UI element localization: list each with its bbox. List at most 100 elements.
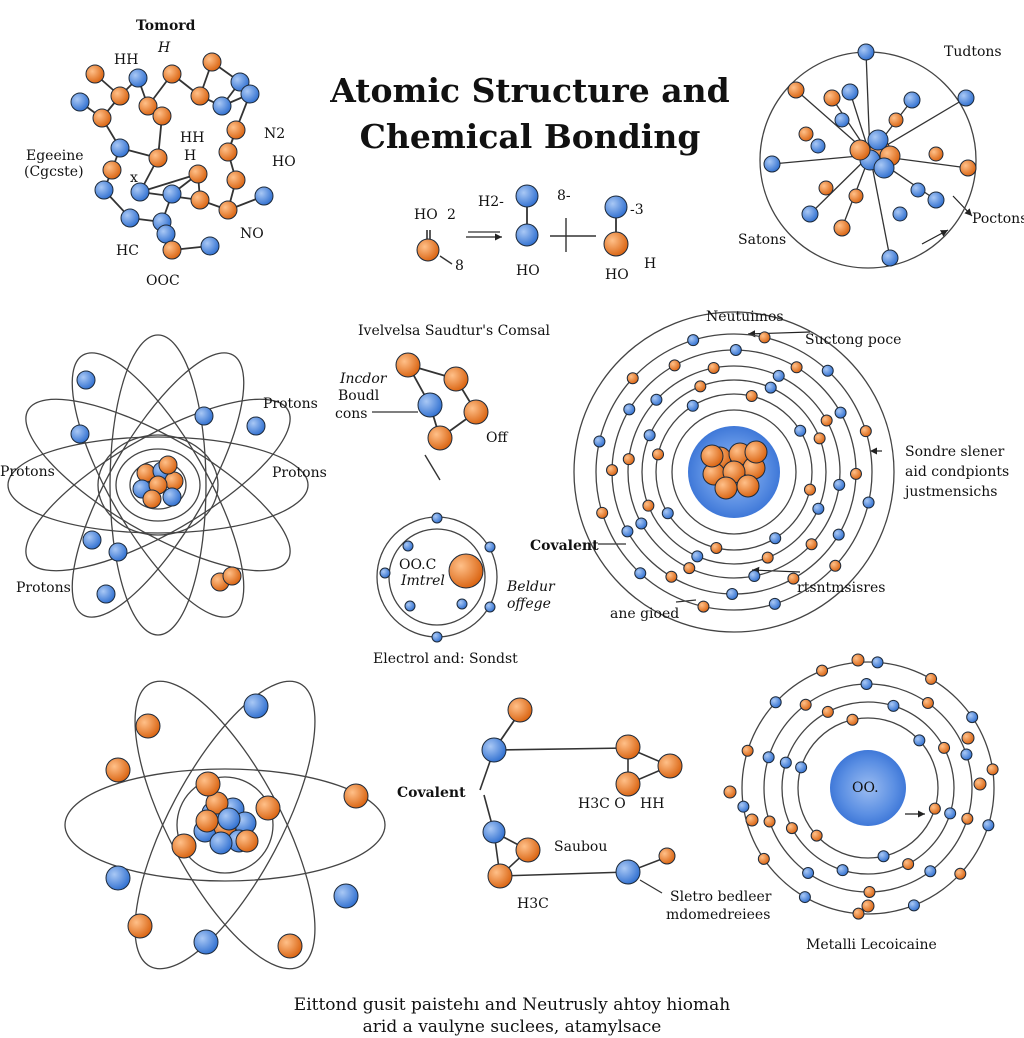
electron-orange [416,238,440,262]
orbit-ellipse [25,398,291,572]
orbit-ellipse [7,436,309,534]
orbit-ellipse [25,398,291,572]
electron-blue [944,807,957,820]
electron-blue [333,883,359,909]
shell-ring [741,661,995,915]
electron-orange [615,734,641,760]
shell-ring [655,393,813,551]
electron-blue [801,205,819,223]
electron-orange [171,833,197,859]
label-imtrel: Imtrel [401,573,445,589]
electron-orange [152,106,172,126]
label-incdor: Incdor [340,371,387,387]
electron-orange [888,112,904,128]
electron-blue [379,567,391,579]
orbit-ellipse [71,352,245,618]
electron-orange [745,390,758,403]
label-poctons: Poctons [972,211,1024,227]
electron-blue [254,186,274,206]
electron-orange [787,572,800,585]
electron-orange [694,380,707,393]
electron-blue [887,699,900,712]
electron-orange [810,829,823,842]
electron-orange [487,863,513,889]
electron-orange [92,108,112,128]
electron-blue [82,530,102,550]
electron-blue [193,929,219,955]
pointer-arrow [751,566,801,574]
electron-blue [634,567,647,580]
label-eq-8: 8 [455,258,464,274]
label-h3co: H3C O [578,796,626,812]
electron-orange [852,907,865,920]
electron-orange [195,809,219,833]
electron-blue [729,344,742,357]
electron-orange [849,467,862,480]
electron-orange [707,361,720,374]
label-rtsnt: rtsntmsisres [797,580,886,596]
label-ooc-3: OO. [852,780,879,796]
electron-blue [635,517,648,530]
electron-blue [832,528,845,541]
electron-blue [686,399,699,412]
label-tudtons: Tudtons [944,44,1002,60]
label-covalent-1: Covalent [530,538,599,554]
electron-orange [744,440,768,464]
electron-blue [960,748,973,761]
electron-blue [246,416,266,436]
label-eq-h: H [644,256,657,272]
radial-bond [869,154,891,259]
label-hc: HC [116,243,139,259]
shell-ring [671,409,797,535]
electron-orange [395,352,421,378]
electron-blue [404,600,416,612]
page-title: Atomic Structure and Chemical Bonding [300,68,760,160]
electron-orange [255,795,281,821]
electron-blue [871,656,884,669]
electron-orange [683,562,696,575]
electron-orange [813,432,826,445]
label-ooc-2: OO.C [399,557,437,573]
electron-blue [431,512,443,524]
electron-orange [622,453,635,466]
electron-orange [606,464,619,477]
electron-orange [805,538,818,551]
electron-blue [841,83,859,101]
electron-blue [162,184,182,204]
label-cgcste: (Cgcste) [24,164,84,180]
electron-blue [834,406,847,419]
electron-orange [218,200,238,220]
electron-orange [859,425,872,438]
electron-orange [596,506,609,519]
electron-blue [812,502,825,515]
pointer-arrow [747,330,811,338]
footer-caption: Eittond gusit paistehı and Neutrusly aht… [0,994,1024,1038]
pointer-arrow [921,229,949,245]
electron-blue [726,587,739,600]
electron-blue [156,224,176,244]
electron-blue [913,734,926,747]
label-satons: Satons [738,232,787,248]
electron-blue [873,157,895,179]
label-ivelvelsa: Ivelvelsa Saudtur's Comsal [358,323,551,339]
label-protons-c: Protons [272,465,327,481]
orbit-ellipse [115,448,201,522]
electron-orange [222,566,242,586]
electron-blue [94,180,114,200]
electron-blue [982,819,995,832]
electron-blue [76,370,96,390]
electron-orange [615,771,641,797]
label-sondre-3: justmensichs [905,484,998,500]
electron-blue [762,751,775,764]
label-neutuimos: Neutuimos [706,309,784,325]
electron-orange [190,86,210,106]
label-cons: cons [335,406,368,422]
electron-orange [973,777,987,791]
electron-orange [757,852,770,865]
electron-orange [218,142,238,162]
eq-bond [439,255,453,265]
label-h3c: H3C [517,896,549,912]
electron-orange [148,148,168,168]
inner-orbit [176,776,274,874]
